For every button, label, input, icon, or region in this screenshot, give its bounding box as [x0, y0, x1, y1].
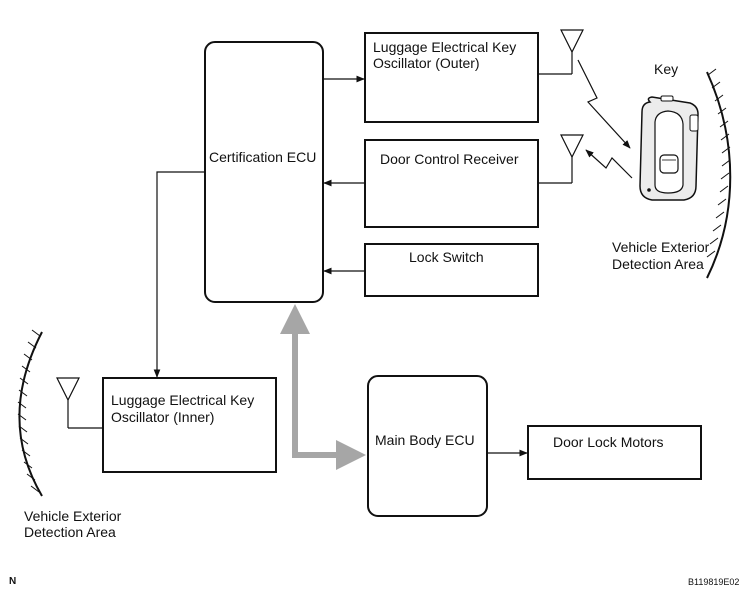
luggage-oscillator-outer-label-line1: Luggage Electrical Key: [373, 39, 517, 55]
luggage-oscillator-outer-label-line2: Oscillator (Outer): [373, 55, 480, 71]
main-body-ecu-label: Main Body ECU: [375, 432, 475, 448]
exterior-detection-area-left-line1: Vehicle Exterior: [24, 508, 122, 524]
key-label: Key: [654, 61, 679, 77]
luggage-oscillator-outer-box: [364, 32, 539, 123]
antenna-receiver-icon: [538, 134, 584, 184]
corner-letter: N: [9, 576, 17, 587]
antenna-inner-oscillator-icon: [56, 377, 103, 429]
door-control-receiver-label: Door Control Receiver: [380, 151, 519, 167]
exterior-detection-area-right-line2: Detection Area: [612, 256, 704, 272]
certification-ecu-box: [204, 41, 324, 303]
exterior-detection-area-left-line2: Detection Area: [24, 524, 116, 540]
antenna-outer-oscillator-icon: [538, 29, 584, 75]
exterior-detection-area-right-line1: Vehicle Exterior: [612, 239, 710, 255]
wireless-signal-to-key-icon: [577, 59, 631, 149]
figure-code: B119819E02: [688, 577, 740, 587]
detection-area-hatch-left: [17, 329, 41, 493]
key-fob-icon: [639, 95, 699, 201]
wireless-signal-from-key-icon: [585, 149, 633, 179]
luggage-oscillator-inner-label-line2: Oscillator (Inner): [111, 409, 215, 425]
door-control-receiver-box: [364, 139, 539, 228]
luggage-oscillator-inner-label-line1: Luggage Electrical Key: [111, 392, 255, 408]
door-lock-motors-label: Door Lock Motors: [553, 434, 664, 450]
detection-area-arc-left: [18, 331, 43, 497]
door-lock-motors-box: [527, 425, 702, 480]
certification-ecu-label: Certification ECU: [209, 149, 317, 165]
detection-area-hatch-right: [706, 68, 731, 258]
lock-switch-label: Lock Switch: [409, 249, 484, 265]
detection-area-arc-right: [706, 71, 732, 279]
lock-switch-box: [364, 243, 539, 297]
bus-ecu-to-main-body-ecu: [280, 304, 366, 470]
arrow-ecu-to-inner-oscillator: [153, 171, 205, 378]
main-body-ecu-box: [367, 375, 488, 517]
luggage-oscillator-inner-box: [102, 377, 277, 473]
